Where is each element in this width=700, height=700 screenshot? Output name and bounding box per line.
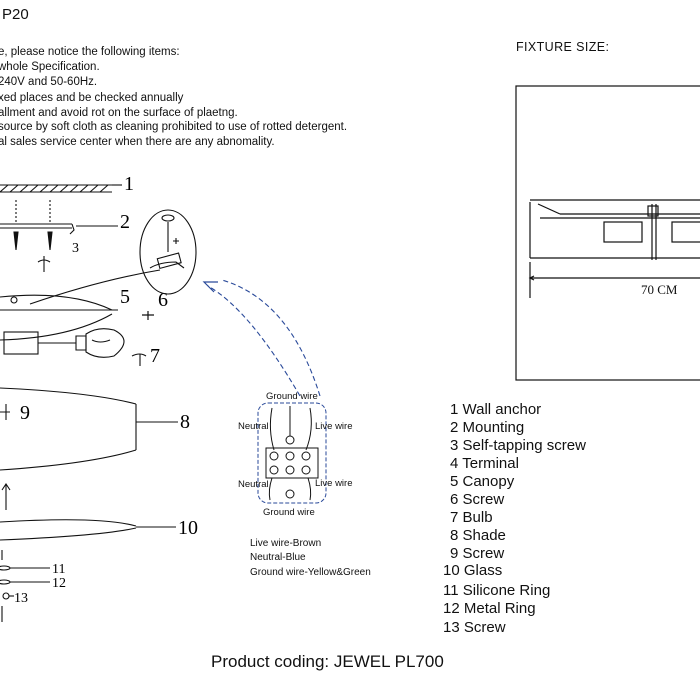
screw-6-arrow: [142, 311, 154, 320]
notice-line: whole Specification.: [0, 61, 100, 73]
parts-list-item: 4 Terminal: [450, 455, 519, 472]
parts-list-item: 3 Self-tapping screw: [450, 437, 586, 454]
notice-line: source by soft cloth as cleaning prohibi…: [0, 121, 348, 133]
parts-list-item: 11 Silicone Ring: [443, 582, 551, 599]
callout-13: 13: [14, 591, 28, 606]
wire-legend-neutral: Neutral-Blue: [250, 552, 306, 563]
manual-title: P20: [2, 6, 29, 23]
arrow-head: [202, 281, 218, 293]
callout-7: 7: [150, 345, 160, 367]
canopy: [0, 269, 161, 341]
notice-line: allment and avoid rot on the surface of …: [0, 107, 238, 119]
dimension-label: 70 CM: [641, 282, 678, 297]
callout-10: 10: [178, 517, 198, 539]
bulb: [3, 328, 147, 366]
parts-list-item: 13 Screw: [443, 619, 506, 636]
notice-line: al sales service center when there are a…: [0, 136, 275, 148]
live-wire-top-label: Live wire: [315, 421, 353, 432]
fixture-size-heading: FIXTURE SIZE:: [516, 40, 610, 54]
wire-legend-live: Live wire-Brown: [250, 538, 322, 549]
notice-line: e, please notice the following items:: [0, 46, 180, 58]
terminal-detail: [139, 209, 197, 295]
parts-list-item: 7 Bulb: [450, 509, 493, 526]
ceiling-hatch: [0, 184, 122, 193]
callout-2: 2: [120, 211, 130, 233]
parts-list-item: 1 Wall anchor: [450, 401, 542, 418]
glass: [0, 483, 176, 541]
callout-5: 5: [120, 286, 130, 308]
notice-line: 240V and 50-60Hz.: [0, 76, 98, 88]
rings-and-screw: [0, 550, 50, 622]
callout-9: 9: [20, 402, 30, 424]
notice-line: xed places and be checked annually: [0, 92, 184, 104]
mounting-plate: [0, 200, 118, 272]
fixture-size-box: [515, 85, 700, 381]
parts-list-item: 9 Screw: [450, 545, 505, 562]
ground-wire-bottom-label: Ground wire: [263, 507, 315, 518]
ground-wire-top-label: Ground wire: [266, 391, 318, 402]
parts-list-item: 2 Mounting: [450, 419, 525, 436]
terminal-block: [257, 402, 327, 504]
parts-list-item: 12 Metal Ring: [443, 600, 536, 617]
live-wire-bottom-label: Live wire: [315, 478, 353, 489]
callout-12: 12: [52, 576, 66, 591]
callout-6: 6: [158, 289, 168, 311]
callout-1: 1: [124, 173, 134, 195]
callout-11: 11: [52, 562, 65, 577]
callout-8: 8: [180, 411, 190, 433]
neutral-top-label: Neutral: [238, 421, 269, 432]
parts-list-item: 6 Screw: [450, 491, 505, 508]
callout-3: 3: [72, 241, 79, 256]
wiring-arrows: [207, 279, 321, 397]
neutral-bottom-label: Neutral: [238, 479, 269, 490]
wire-legend-ground: Ground wire-Yellow&Green: [250, 567, 371, 578]
parts-list-item: 5 Canopy: [450, 473, 515, 490]
parts-list-item: 10 Glass: [443, 562, 503, 579]
parts-list-item: 8 Shade: [450, 527, 506, 544]
product-coding: Product coding: JEWEL PL700: [211, 652, 444, 671]
shade: [0, 387, 178, 471]
